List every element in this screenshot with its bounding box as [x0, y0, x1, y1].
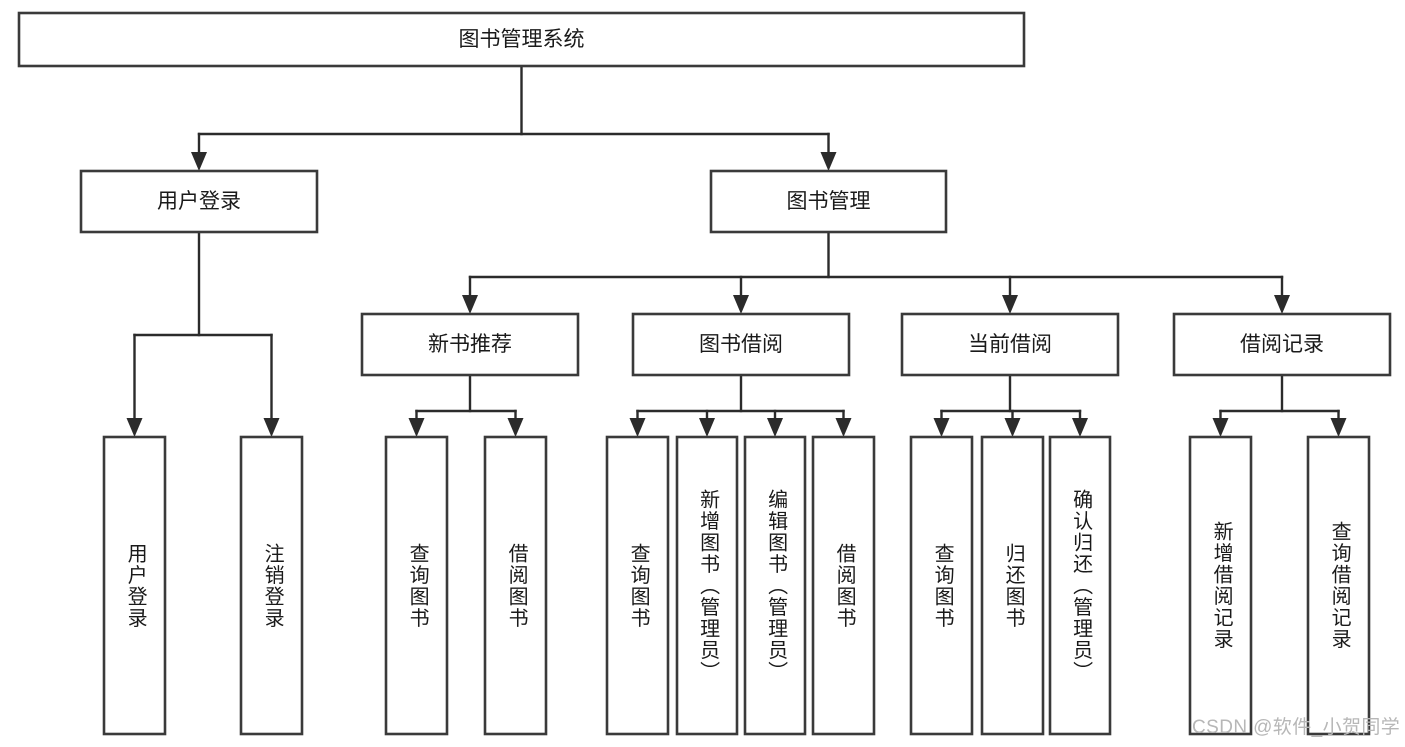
node-label: 用户登录: [157, 190, 241, 213]
arrow-head-icon: [1002, 295, 1018, 314]
level3-node-0[interactable]: 新书推荐: [360, 312, 580, 377]
leaf-node-5[interactable]: [675, 435, 739, 736]
leaf-node-10[interactable]: [1048, 435, 1112, 736]
arrow-head-icon: [1274, 295, 1290, 314]
node-label: 图书管理: [787, 190, 871, 213]
arrow-head-icon: [263, 418, 280, 437]
node-label: 借阅记录: [1240, 333, 1324, 356]
root-node-图书管理系统[interactable]: 图书管理系统: [17, 11, 1026, 68]
node-rect: [239, 435, 304, 736]
arrow-head-icon: [933, 418, 950, 437]
arrow-head-icon: [835, 418, 852, 437]
node-rect: [483, 435, 548, 736]
leaf-node-4[interactable]: [605, 435, 670, 736]
node-rect: [605, 435, 670, 736]
node-rect: [1048, 435, 1112, 736]
node-rect: [1188, 435, 1253, 736]
arrow-head-icon: [820, 152, 837, 171]
node-rect: [360, 312, 580, 377]
leaf-node-12[interactable]: [1306, 435, 1371, 736]
node-label: 当前借阅: [968, 333, 1052, 356]
level3-node-3[interactable]: 借阅记录: [1172, 312, 1392, 377]
arrow-head-icon: [1330, 418, 1347, 437]
leaf-node-8[interactable]: [909, 435, 974, 736]
arrow-head-icon: [408, 418, 425, 437]
node-rect: [709, 169, 948, 234]
leaf-node-7[interactable]: [811, 435, 876, 736]
node-rect: [811, 435, 876, 736]
level2-node-1[interactable]: 图书管理: [709, 169, 948, 234]
arrow-head-icon: [1072, 418, 1088, 437]
arrow-head-icon: [1212, 418, 1229, 437]
arrow-head-icon: [191, 152, 207, 171]
leaf-node-0[interactable]: [102, 435, 167, 736]
arrow-head-icon: [733, 295, 749, 314]
node-rect: [980, 435, 1045, 736]
level2-node-0[interactable]: 用户登录: [79, 169, 319, 234]
node-rect: [909, 435, 974, 736]
arrow-head-icon: [699, 418, 715, 437]
arrow-head-icon: [1004, 418, 1021, 437]
level3-node-1[interactable]: 图书借阅: [631, 312, 851, 377]
csdn-watermark: CSDN @软件_小贺同学: [1192, 717, 1401, 738]
node-label: 新书推荐: [428, 333, 512, 356]
node-label: 图书借阅: [699, 333, 783, 356]
leaf-node-6[interactable]: [743, 435, 807, 736]
node-label: 图书管理系统: [459, 28, 585, 51]
leaf-node-2[interactable]: [384, 435, 449, 736]
arrow-head-icon: [126, 418, 143, 437]
level3-node-2[interactable]: 当前借阅: [900, 312, 1120, 377]
node-rect: [1172, 312, 1392, 377]
connectors-group: [126, 64, 1347, 437]
leaf-node-9[interactable]: [980, 435, 1045, 736]
arrow-head-icon: [507, 418, 524, 437]
node-rect: [17, 11, 1026, 68]
node-rect: [631, 312, 851, 377]
node-rect: [900, 312, 1120, 377]
leaf-node-1[interactable]: [239, 435, 304, 736]
node-rect: [1306, 435, 1371, 736]
node-rect: [384, 435, 449, 736]
arrow-head-icon: [629, 418, 646, 437]
leaf-node-3[interactable]: [483, 435, 548, 736]
node-rect: [102, 435, 167, 736]
node-rect: [79, 169, 319, 234]
leaf-node-11[interactable]: [1188, 435, 1253, 736]
node-rect: [675, 435, 739, 736]
arrow-head-icon: [767, 418, 783, 437]
node-rect: [743, 435, 807, 736]
arrow-head-icon: [462, 295, 478, 314]
